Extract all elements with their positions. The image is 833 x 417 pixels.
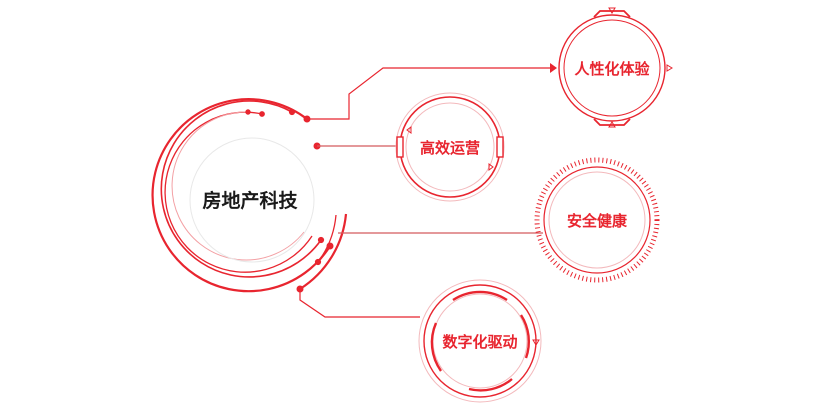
arrow-experience (550, 63, 557, 73)
node-digital-segment-4 (432, 323, 441, 371)
node-operation-label: 高效运营 (420, 139, 480, 157)
hub-dot-4 (246, 110, 250, 114)
node-operation-tab-right (497, 137, 503, 157)
hub-dot-8 (315, 259, 320, 264)
hub-dot-6 (327, 243, 333, 249)
node-operation-tab-left (397, 137, 403, 157)
hub-ring-2 (161, 101, 321, 277)
node-experience-tri-right (667, 65, 672, 71)
node-digital-segment-2 (521, 315, 529, 358)
center-label: 房地产科技 (202, 189, 298, 212)
hub-dot-7 (318, 237, 323, 242)
node-digital-label: 数字化驱动 (442, 333, 517, 351)
hub-arc-lower (300, 214, 346, 289)
connector-digital (300, 289, 420, 317)
node-digital-segment-1 (453, 292, 507, 300)
node-experience-label: 人性化体验 (574, 60, 650, 78)
node-safety-label: 安全健康 (567, 212, 628, 230)
hub-dot-2 (289, 109, 294, 114)
hub-dot-3 (260, 112, 265, 117)
connector-experience (307, 68, 550, 119)
